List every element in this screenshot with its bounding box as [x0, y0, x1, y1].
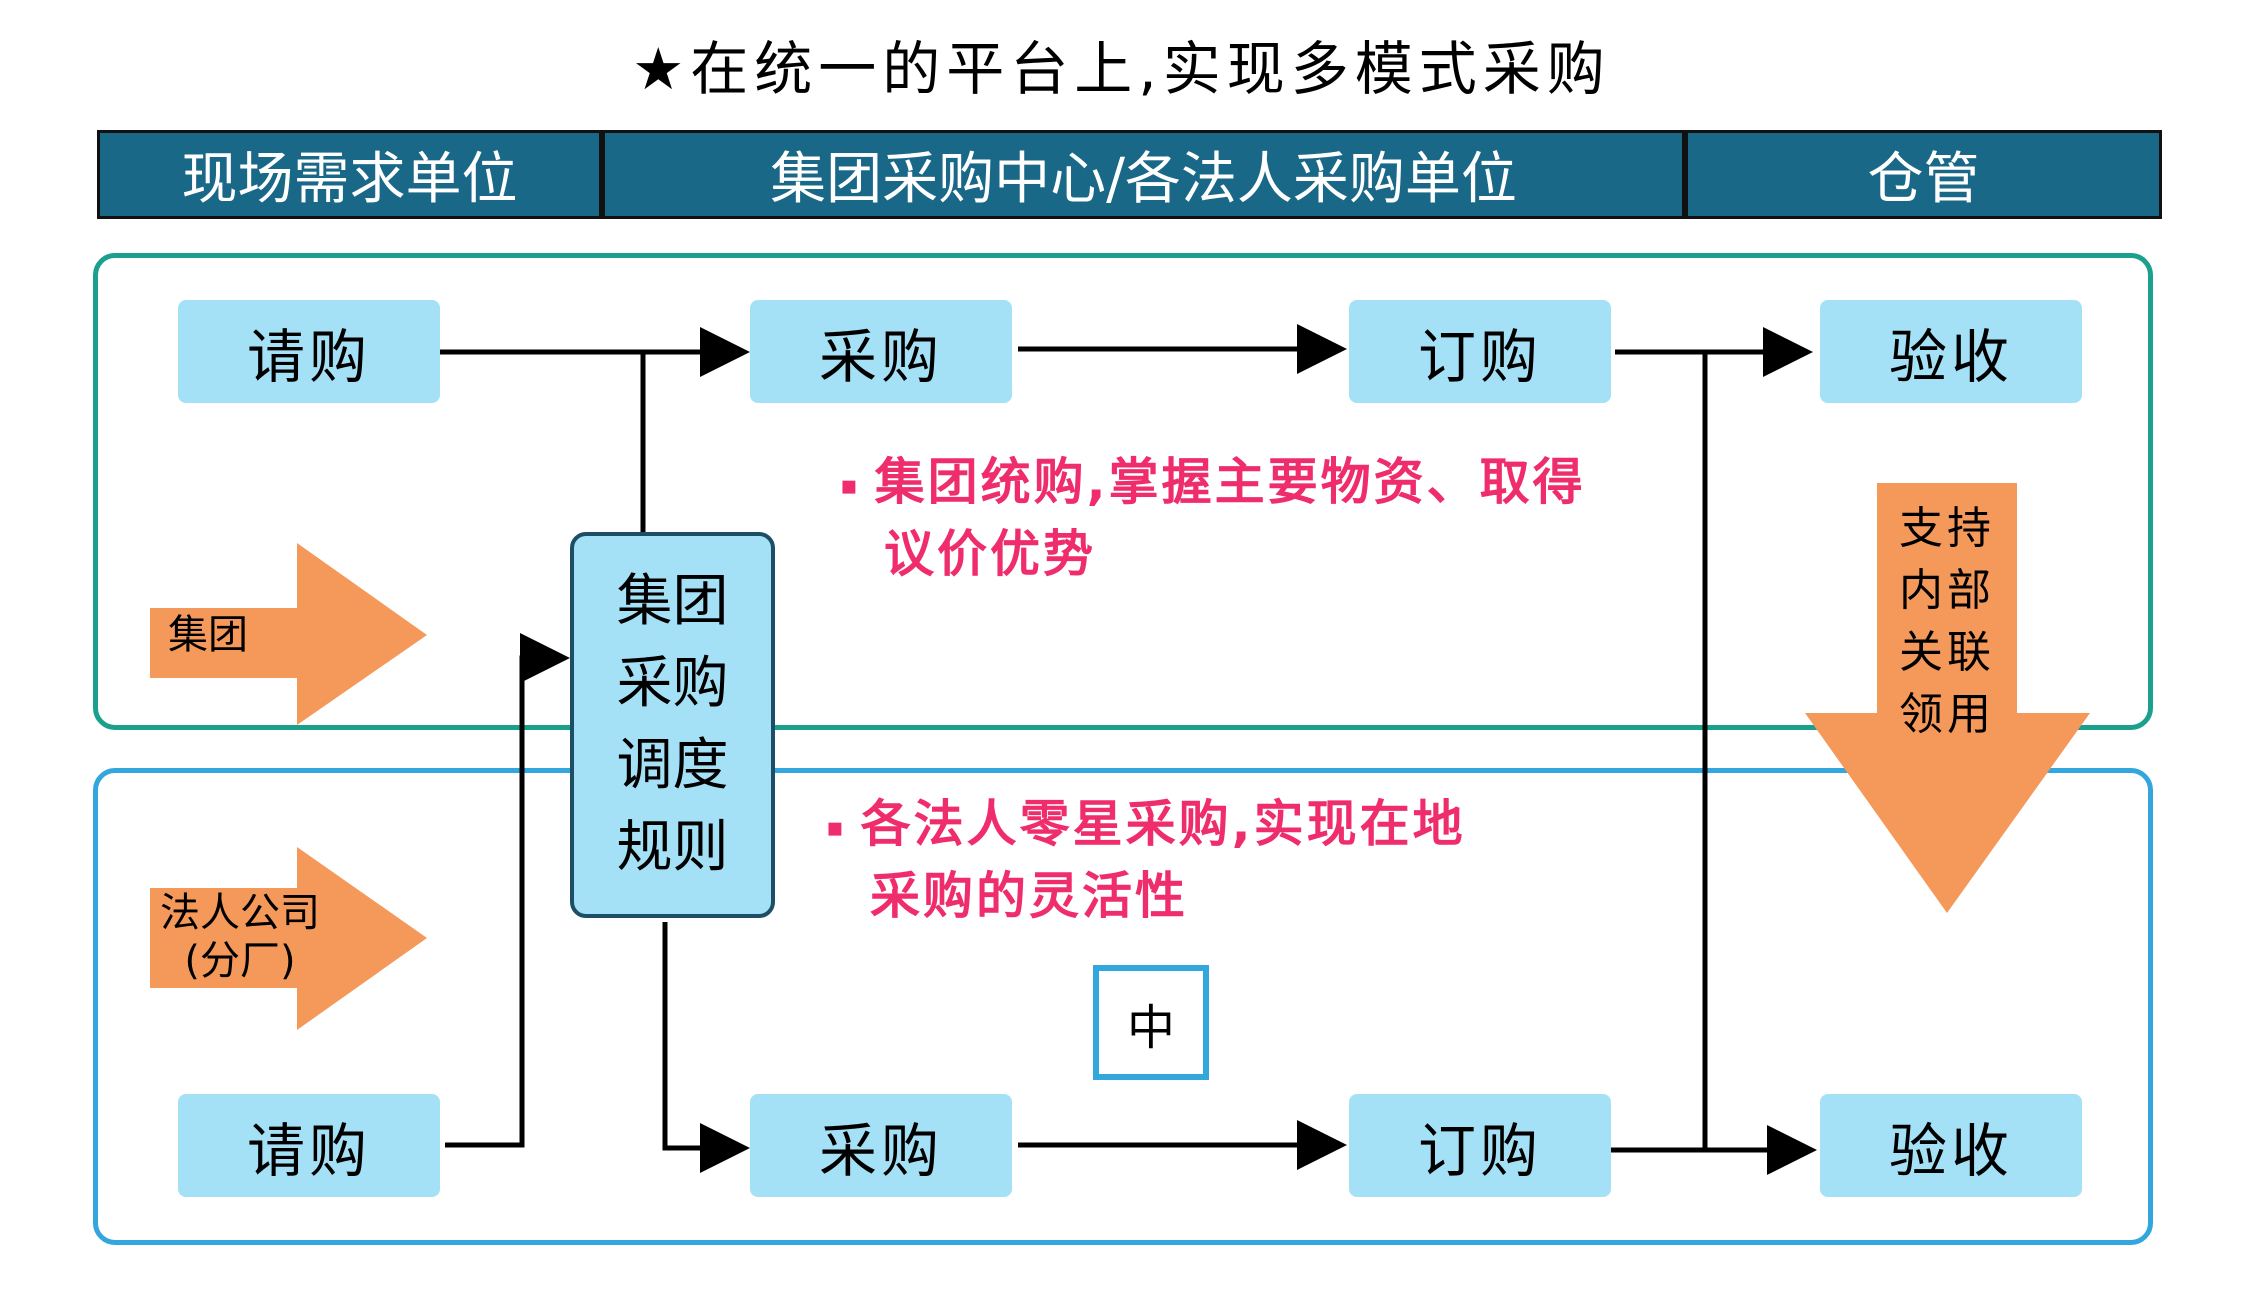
group-purchase-box: 采购: [750, 300, 1012, 403]
header-procurement-center: 集团采购中心/各法人采购单位: [602, 130, 1685, 219]
legal-request-box: 请购: [178, 1094, 440, 1197]
group-arrow-label: 集团: [168, 612, 248, 658]
page-title: ★在统一的平台上,实现多模式采购: [632, 35, 1611, 103]
legal-arrow-label-company: 法人公司: [160, 890, 320, 936]
legal-note-line2: 采购的灵活性: [870, 866, 1188, 925]
group-receive-box: 验收: [1820, 300, 2082, 403]
legal-arrow-label-branch: (分厂): [184, 938, 296, 984]
header-warehouse: 仓管: [1685, 130, 2162, 219]
arrow-request-to-rules-legal: [445, 633, 570, 1148]
orange-arrow-legal: [150, 847, 427, 1030]
group-note-line2: 议价优势: [884, 524, 1096, 583]
arrow-rules-to-purchase-legal: [662, 922, 750, 1173]
group-order-box: 订购: [1349, 300, 1611, 403]
middle-marker-box: 中: [1093, 965, 1209, 1080]
group-panel: [93, 253, 2153, 730]
header-field-units: 现场需求单位: [97, 130, 602, 219]
legal-note: ▪ 各法人零星采购,实现在地 采购的灵活性: [826, 790, 1726, 930]
legal-receive-box: 验收: [1820, 1094, 2082, 1197]
legal-purchase-box: 采购: [750, 1094, 1012, 1197]
internal-requisition-label: 支持 内部 关联 领用: [1899, 503, 1995, 740]
procurement-rules-box: 集团 采购 调度 规则: [570, 532, 775, 918]
group-note-line1: 集团统购,掌握主要物资、取得: [874, 453, 1586, 511]
legal-order-box: 订购: [1349, 1094, 1611, 1197]
legal-entity-panel: [93, 768, 2153, 1245]
bullet-icon: ▪: [826, 812, 847, 843]
group-request-box: 请购: [178, 300, 440, 403]
group-note: ▪ 集团统购,掌握主要物资、取得 议价优势: [840, 448, 1740, 588]
orange-down-arrow: [1805, 483, 2090, 913]
bullet-icon: ▪: [840, 470, 861, 501]
orange-arrow-group: [150, 543, 427, 725]
legal-note-line1: 各法人零星采购,实现在地: [860, 795, 1466, 853]
